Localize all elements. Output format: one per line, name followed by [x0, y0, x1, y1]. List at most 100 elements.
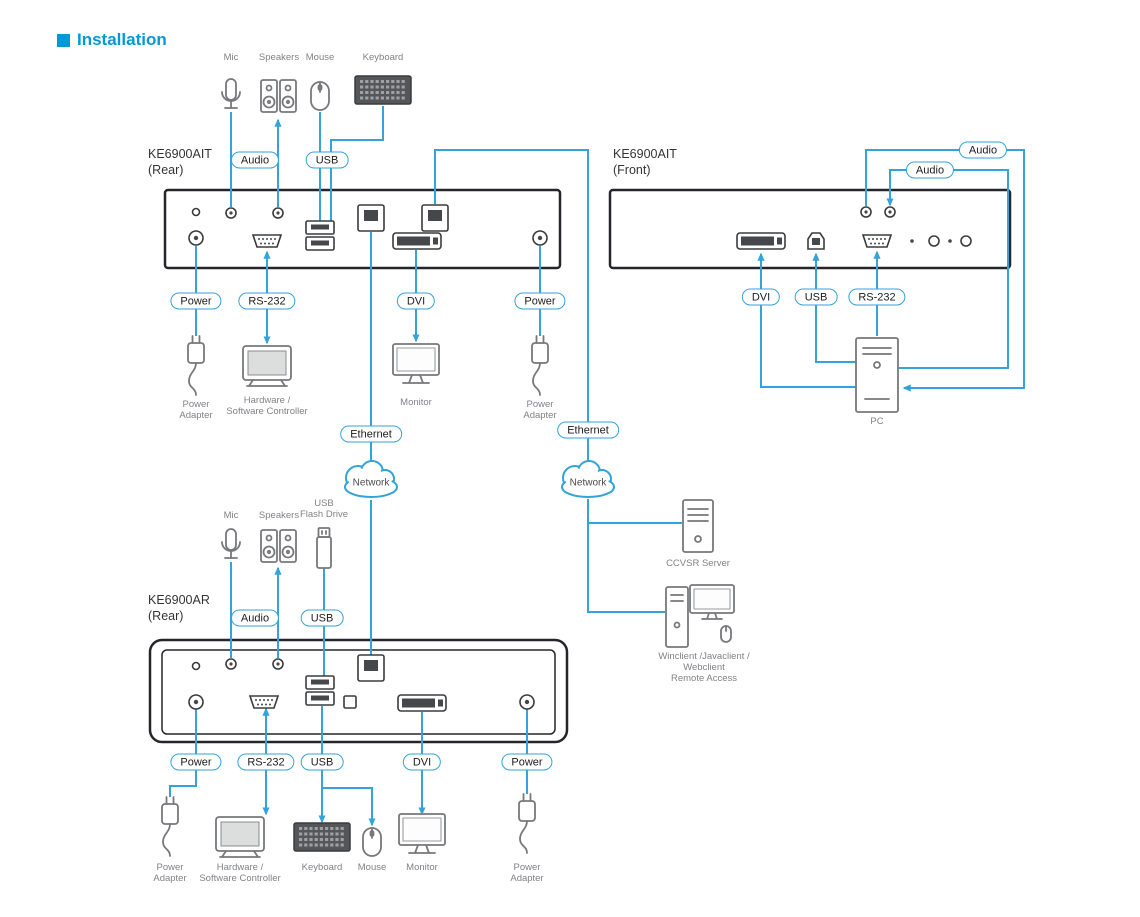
speaker-icon [260, 529, 278, 563]
monitor-caption: Monitor [406, 862, 438, 873]
usb-pill: USB [300, 609, 344, 627]
aux-port [343, 695, 357, 709]
rx-rear-device-label: KE6900AR (Rear) [148, 592, 210, 624]
dvi-pill: DVI [396, 292, 436, 310]
power-adapter-icon [161, 796, 179, 857]
rs232-port [249, 695, 279, 709]
button [960, 235, 972, 247]
device-variant: (Rear) [148, 163, 184, 177]
cable-usb-mouse [322, 787, 376, 827]
power-adapter-caption: Power Adapter [153, 862, 187, 884]
power-adapter-icon [518, 793, 536, 854]
cable-ethernet-right [434, 149, 589, 462]
audio-pill: Audio [958, 141, 1008, 159]
usb-flash-drive-icon [316, 527, 332, 569]
dvi-port [397, 694, 447, 712]
button [928, 235, 940, 247]
rx-rear-ports [188, 654, 535, 712]
power-pill: Power [170, 292, 222, 310]
usb-pill: USB [794, 288, 838, 306]
speakers-label: Speakers [258, 510, 300, 521]
led [948, 239, 952, 243]
screw-port [191, 661, 201, 671]
cable-audio-outer [865, 149, 1025, 392]
power-adapter-caption: Power Adapter [179, 399, 213, 421]
cable-dvi-front [757, 252, 856, 388]
usb-pill: USB [300, 753, 344, 771]
tx-front-device [608, 188, 1012, 270]
keyboard-label: Keyboard [362, 52, 404, 63]
mouse-icon [362, 827, 382, 857]
controller-caption: Hardware / Software Controller [199, 862, 281, 884]
monitor-caption: Monitor [400, 397, 432, 408]
controller-caption: Hardware / Software Controller [226, 395, 308, 417]
mic-label: Mic [223, 52, 239, 63]
ccvsr-server-icon [682, 499, 714, 553]
dvi-pill: DVI [741, 288, 781, 306]
keyboard-caption: Keyboard [301, 862, 343, 873]
monitor-icon [398, 813, 446, 854]
screw-port [191, 207, 201, 217]
connection-lines [169, 106, 1025, 827]
ethernet-pill: Ethernet [340, 425, 402, 443]
cable-audio-inner [886, 169, 1009, 369]
power-pill: Power [501, 753, 553, 771]
rs232-port [862, 234, 892, 248]
mouse-label: Mouse [305, 52, 335, 63]
pc-tower-icon [855, 337, 899, 413]
rs232-port [252, 234, 282, 248]
device-name: KE6900AR [148, 593, 210, 607]
usb-b-port [807, 232, 825, 250]
keyboard-icon [353, 74, 413, 106]
dvi-port [736, 232, 786, 250]
network-label: Network [569, 477, 607, 489]
audio-pill: Audio [230, 609, 280, 627]
controller-icon [215, 816, 265, 858]
speaker-icon [279, 529, 297, 563]
audio-pill: Audio [230, 151, 280, 169]
page-title: Installation [77, 30, 167, 49]
network-label: Network [352, 477, 390, 489]
keyboard-icon [292, 821, 352, 853]
microphone-icon [221, 78, 241, 109]
tx-front-ports [736, 206, 972, 250]
cable-network-to-remote [587, 499, 665, 613]
usb-flash-drive-label: USB Flash Drive [299, 498, 349, 520]
controller-icon [242, 345, 292, 387]
rs232-pill: RS-232 [238, 292, 296, 310]
microphone-icon [221, 528, 241, 559]
dvi-port [392, 232, 442, 250]
icons [161, 74, 899, 858]
mic-label: Mic [223, 510, 239, 521]
dvi-pill: DVI [402, 753, 442, 771]
speakers-label: Speakers [258, 52, 300, 63]
mouse-icon [310, 81, 330, 111]
audio-pill: Audio [905, 161, 955, 179]
device-name: KE6900AIT [148, 147, 212, 161]
ccvsr-server-caption: CCVSR Server [666, 558, 730, 569]
power-adapter-caption: Power Adapter [510, 862, 544, 884]
speaker-icon [279, 79, 297, 113]
device-name: KE6900AIT [613, 147, 677, 161]
power-pill: Power [514, 292, 566, 310]
tx-rear-device-label: KE6900AIT (Rear) [148, 146, 212, 178]
remote-access-caption: Winclient /Javaclient / Webclient Remote… [658, 651, 750, 684]
tx-front-device-label: KE6900AIT (Front) [613, 146, 677, 178]
power-adapter-icon [531, 335, 549, 396]
power-adapter-caption: Power Adapter [523, 399, 557, 421]
cable-usb-front [812, 252, 856, 363]
mouse-caption: Mouse [357, 862, 387, 873]
ethernet-pill: Ethernet [557, 421, 619, 439]
rx-rear-device [148, 638, 569, 744]
cable-keyboard-tx [330, 106, 384, 222]
rs232-pill: RS-232 [848, 288, 906, 306]
monitor-icon [392, 343, 440, 384]
usb-pill: USB [305, 151, 349, 169]
device-variant: (Rear) [148, 609, 184, 623]
led [910, 239, 914, 243]
power-pill: Power [170, 753, 222, 771]
remote-access-icon [665, 584, 735, 648]
pc-caption: PC [870, 416, 884, 427]
